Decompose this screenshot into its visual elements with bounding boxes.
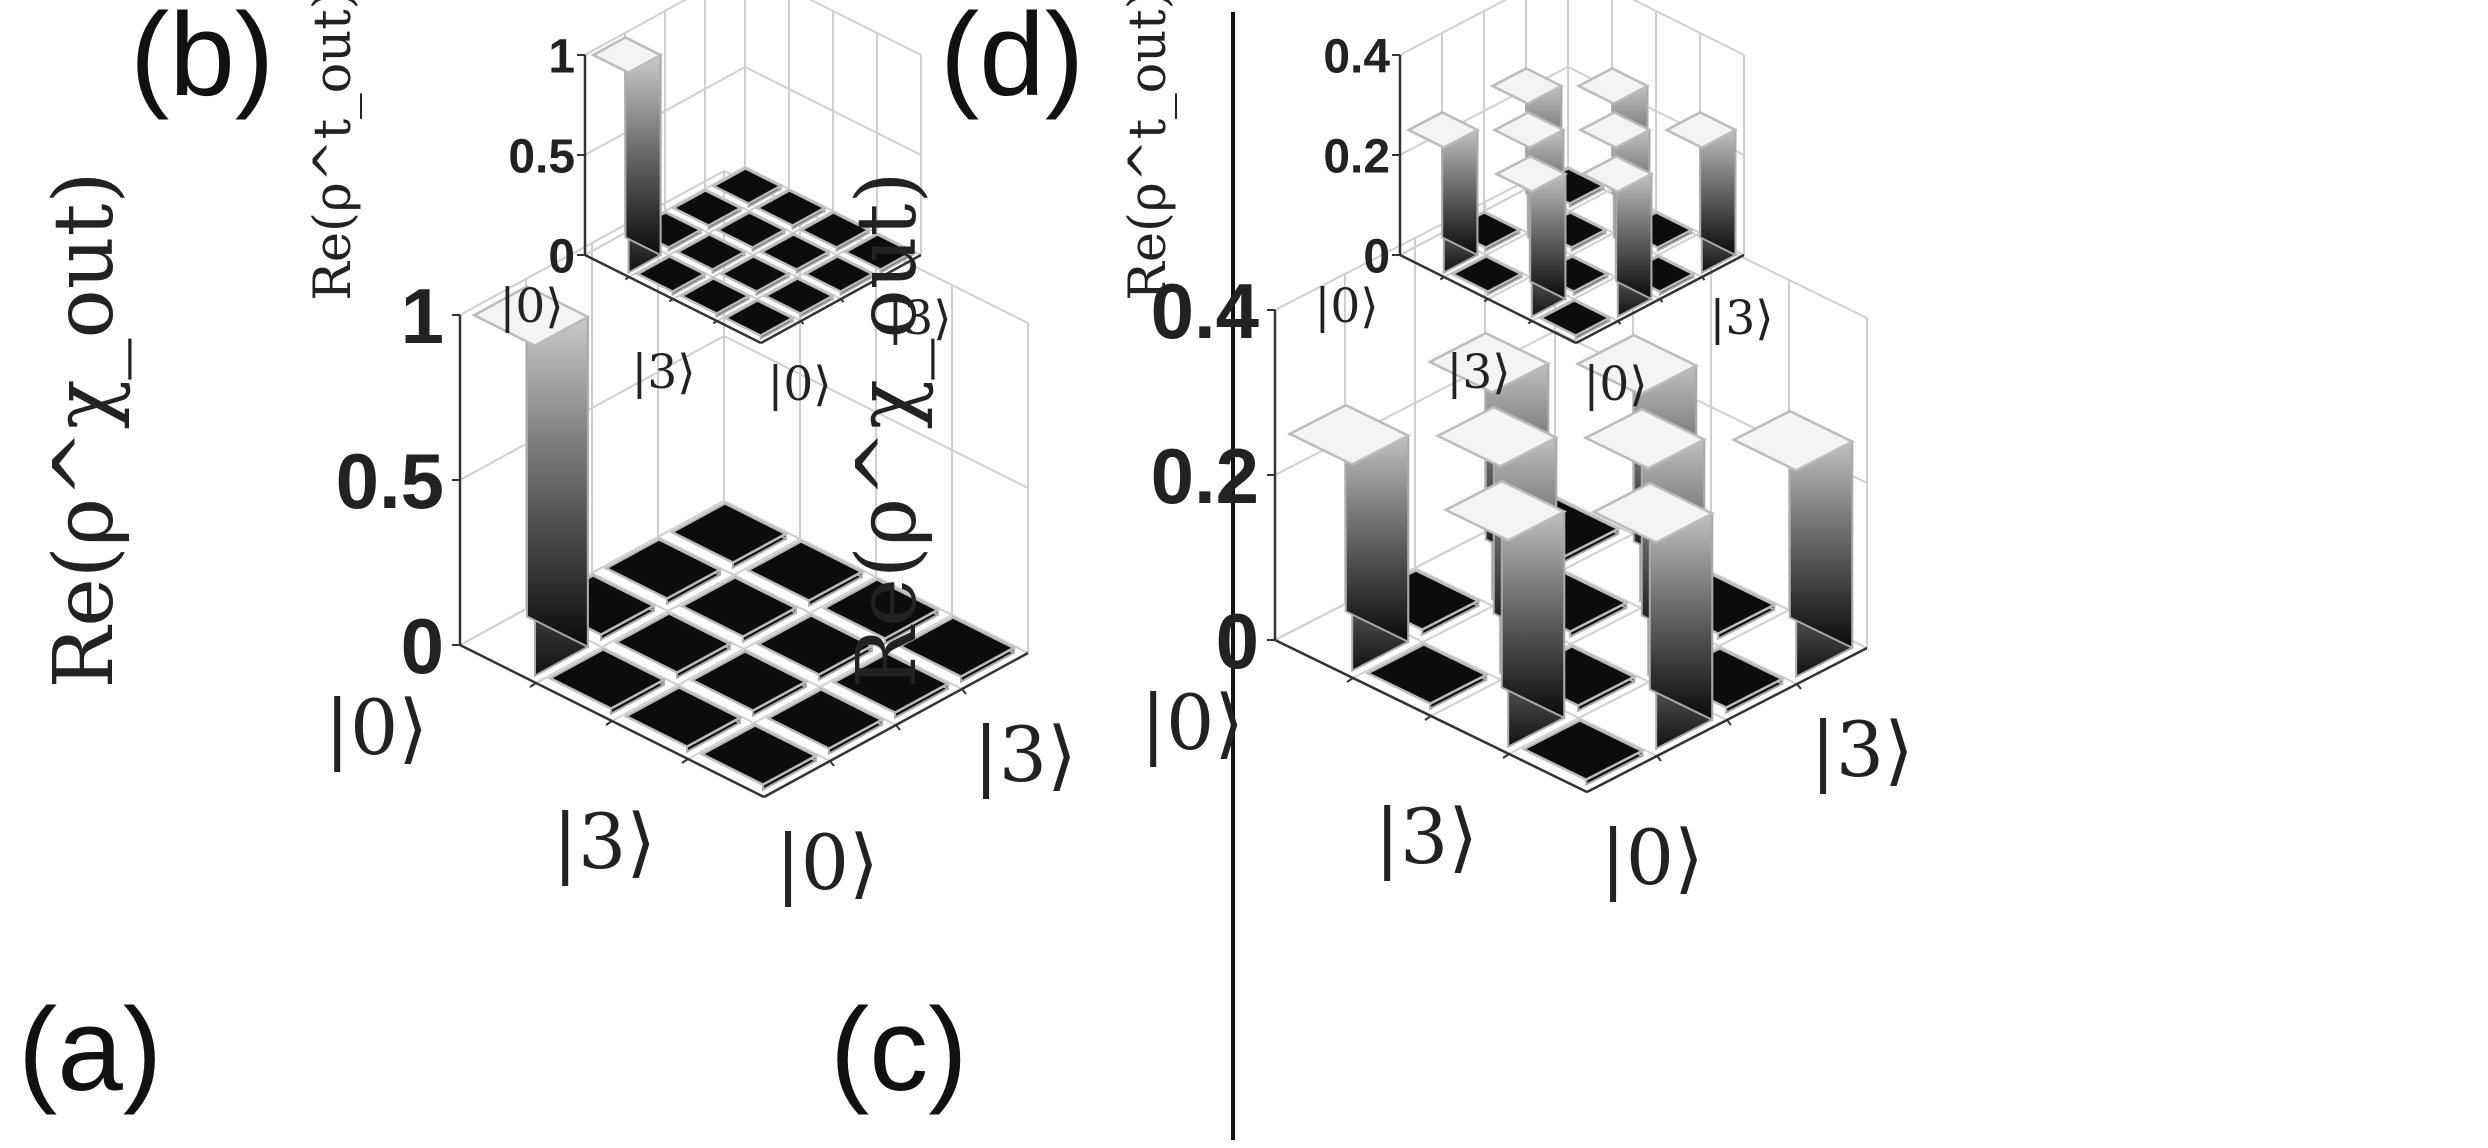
- z-tick-label: 0.2: [1323, 130, 1390, 183]
- bar: [1537, 298, 1613, 341]
- col-tick-label: |0⟩: [775, 818, 879, 907]
- bar: [623, 685, 743, 754]
- bar: [1449, 254, 1525, 297]
- bar: [798, 210, 872, 253]
- bar: [1521, 718, 1645, 787]
- bars: [471, 284, 1017, 792]
- z-tick-label: 0.5: [336, 437, 444, 525]
- col-tick-label: |3⟩: [888, 291, 952, 346]
- bar: [821, 577, 941, 646]
- bar: [754, 188, 828, 231]
- row-tick-label: |0⟩: [1315, 279, 1379, 334]
- bar: [670, 188, 744, 231]
- bars: [1287, 331, 1855, 787]
- bar: [1443, 479, 1567, 749]
- z-axis-title: Re(ρ^χ_out): [37, 172, 132, 689]
- row-tick-label: |0⟩: [324, 683, 428, 772]
- bar: [679, 575, 799, 644]
- z-tick-label: 0: [1216, 597, 1259, 685]
- z-tick-label: 0.4: [1151, 267, 1259, 355]
- panel-label: (d): [940, 0, 1084, 121]
- col-tick-label: |3⟩: [1710, 291, 1774, 346]
- bar: [1365, 642, 1489, 711]
- bar: [1731, 409, 1855, 679]
- row-tick-label: |3⟩: [552, 797, 656, 886]
- z-tick-label: 1: [548, 30, 575, 83]
- z-tick-label: 0: [401, 602, 444, 690]
- bar: [758, 232, 832, 275]
- z-tick-label: 0.5: [508, 130, 575, 183]
- col-tick-label: |0⟩: [1584, 357, 1648, 412]
- col-tick-label: |0⟩: [768, 357, 832, 412]
- z-tick-label: 0.4: [1323, 30, 1390, 83]
- bar: [745, 539, 865, 608]
- panel-d: (d)00.20.4Re(ρ^t_out)|0⟩|3⟩|0⟩|3⟩: [940, 0, 1774, 412]
- bar: [1591, 481, 1715, 751]
- bar: [714, 210, 788, 253]
- bar: [710, 166, 784, 209]
- bar: [718, 254, 792, 297]
- bar: [765, 687, 885, 756]
- panel-label: (b): [130, 0, 274, 121]
- bar: [722, 298, 796, 341]
- col-tick-label: |3⟩: [1810, 705, 1914, 794]
- row-tick-label: |3⟩: [632, 345, 696, 400]
- bar: [842, 232, 916, 275]
- bar: [678, 276, 752, 319]
- bar: [603, 537, 723, 606]
- bar: [755, 613, 875, 682]
- col-tick-label: |0⟩: [1600, 813, 1704, 902]
- bar: [1405, 110, 1481, 275]
- row-tick-label: |0⟩: [1140, 678, 1244, 767]
- row-tick-label: |3⟩: [1447, 345, 1511, 400]
- bar: [547, 647, 667, 716]
- row-tick-label: |0⟩: [500, 279, 564, 334]
- bar: [590, 35, 664, 275]
- col-tick-label: |3⟩: [973, 710, 1077, 799]
- panel-label: (a): [18, 984, 162, 1116]
- bar: [471, 284, 591, 678]
- bars: [1405, 66, 1739, 341]
- z-tick-label: 0.2: [1151, 432, 1259, 520]
- bars: [590, 35, 916, 341]
- bar: [802, 254, 876, 297]
- bar: [762, 276, 836, 319]
- z-axis-title: Re(ρ^χ_out): [840, 172, 935, 689]
- z-tick-label: 0: [1363, 230, 1390, 283]
- row-tick-label: |3⟩: [1374, 792, 1478, 881]
- bar: [634, 254, 708, 297]
- bar: [689, 649, 809, 718]
- z-axis-title: Re(ρ^t_out): [304, 0, 363, 301]
- bar: [1287, 403, 1411, 673]
- z-axis-title: Re(ρ^t_out): [1119, 0, 1178, 301]
- bar: [1493, 154, 1569, 319]
- bar: [897, 615, 1017, 684]
- panel-label: (c): [830, 984, 968, 1116]
- z-tick-label: 0: [548, 230, 575, 283]
- bar: [669, 501, 789, 570]
- panel-c: (c) 0 0.2 0.4 Re(ρ^χ_out) |0⟩ |3⟩ |0⟩ |3⟩: [830, 164, 1914, 1116]
- bar: [1579, 154, 1655, 319]
- bar: [674, 232, 748, 275]
- bar: [613, 611, 733, 680]
- panel-b: (b) 0 0.5 1 Re(ρ^t_out) |0⟩ |3⟩ |0⟩ |3⟩: [130, 0, 952, 412]
- bar: [699, 723, 819, 792]
- bar: [831, 651, 951, 720]
- bar: [1663, 110, 1739, 275]
- z-tick-label: 1: [401, 272, 444, 360]
